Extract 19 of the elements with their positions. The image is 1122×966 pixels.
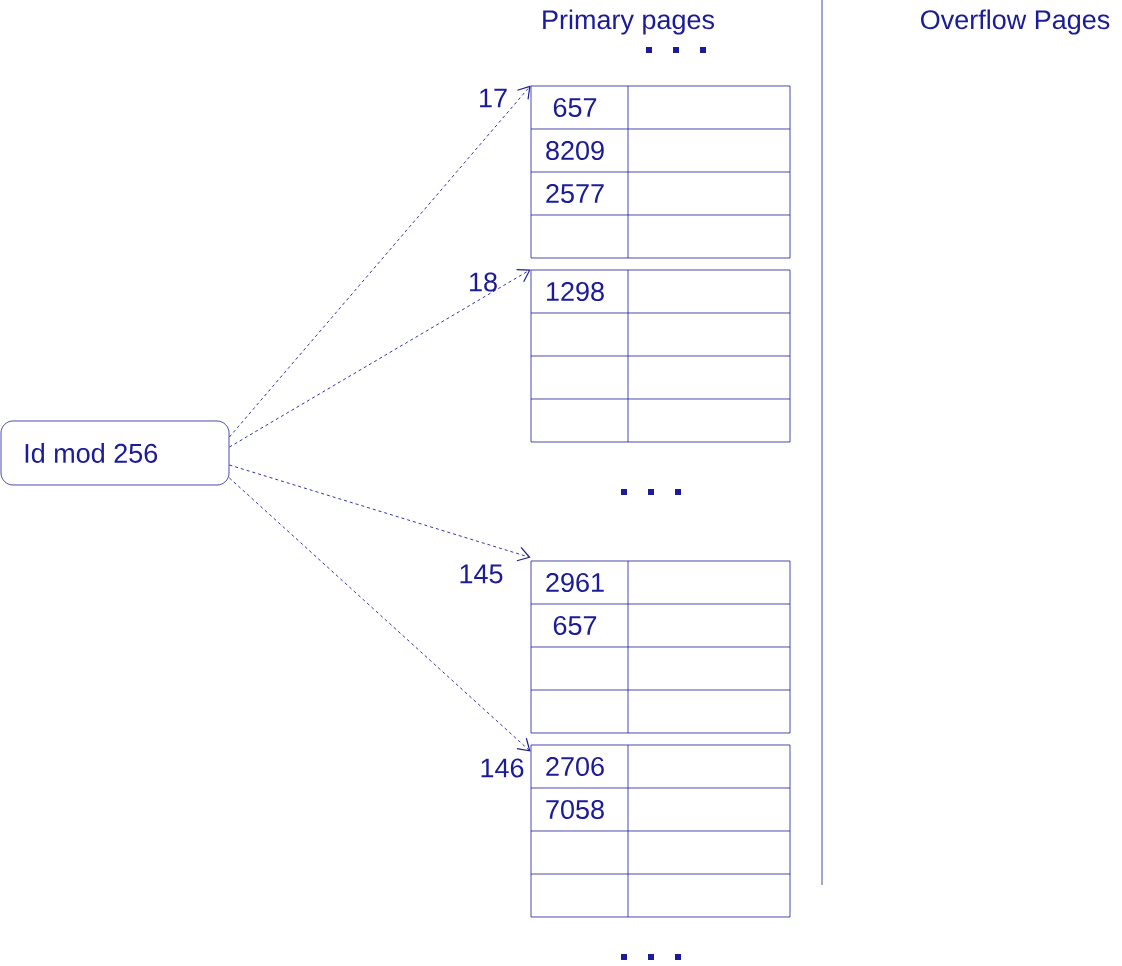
cell-text: 7058 xyxy=(546,799,604,820)
cell-text: 657 xyxy=(553,97,597,118)
edge-label: 146 xyxy=(481,758,524,778)
edge-label: 145 xyxy=(460,564,503,584)
cell-text: 657 xyxy=(553,615,597,636)
cell-text: 8209 xyxy=(546,140,604,161)
cell-text: 1298 xyxy=(547,281,604,302)
edge-label: 18 xyxy=(470,272,497,292)
arrow xyxy=(228,269,531,448)
rounded-box: Id mod 256 xyxy=(0,420,230,486)
column-heading: Primary pages xyxy=(543,9,714,35)
arrow xyxy=(228,85,531,438)
edge-label: 17 xyxy=(480,88,507,108)
column-heading: Overflow Pages xyxy=(921,9,1110,35)
cell-text: 2706 xyxy=(546,756,604,777)
arrow xyxy=(228,464,531,562)
arrow xyxy=(228,477,531,752)
cell-text: 2577 xyxy=(546,183,604,204)
cell-text: 2961 xyxy=(546,572,604,593)
